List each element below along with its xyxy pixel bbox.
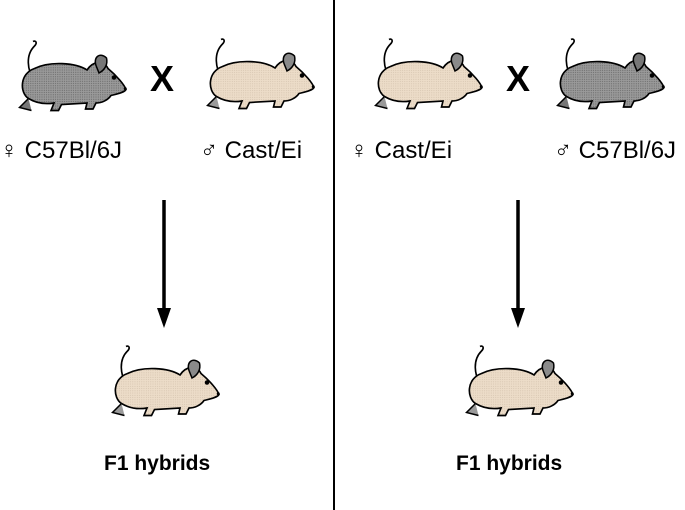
male-parent-label: ♂ C57Bl/6J [554,137,677,164]
f1-result-label: F1 hybrids [104,452,211,475]
female-cast-mouse-icon [374,38,483,110]
down-arrow-icon [157,200,171,328]
male-parent-label: ♂ Cast/Ei [200,137,303,164]
left-cross-panel: X ♀ C57Bl/6J ♂ Cast/Ei F1 hybrids [0,0,333,510]
down-arrow-icon [511,200,525,328]
f1-hybrid-mouse-icon [465,345,574,417]
female-b6-mouse-icon [18,40,127,112]
f1-result-label: F1 hybrids [456,452,563,475]
female-parent-label: ♀ Cast/Ei [350,137,453,164]
male-b6-mouse-icon [556,38,665,110]
male-cast-mouse-icon [206,38,315,110]
f1-hybrid-mouse-icon [111,345,220,417]
cross-symbol: X [150,58,175,99]
panel-divider [333,0,335,510]
female-parent-label: ♀ C57Bl/6J [0,137,123,164]
right-cross-panel: X ♀ Cast/Ei ♂ C57Bl/6J F1 hybrids [334,0,676,510]
cross-symbol: X [506,58,531,99]
